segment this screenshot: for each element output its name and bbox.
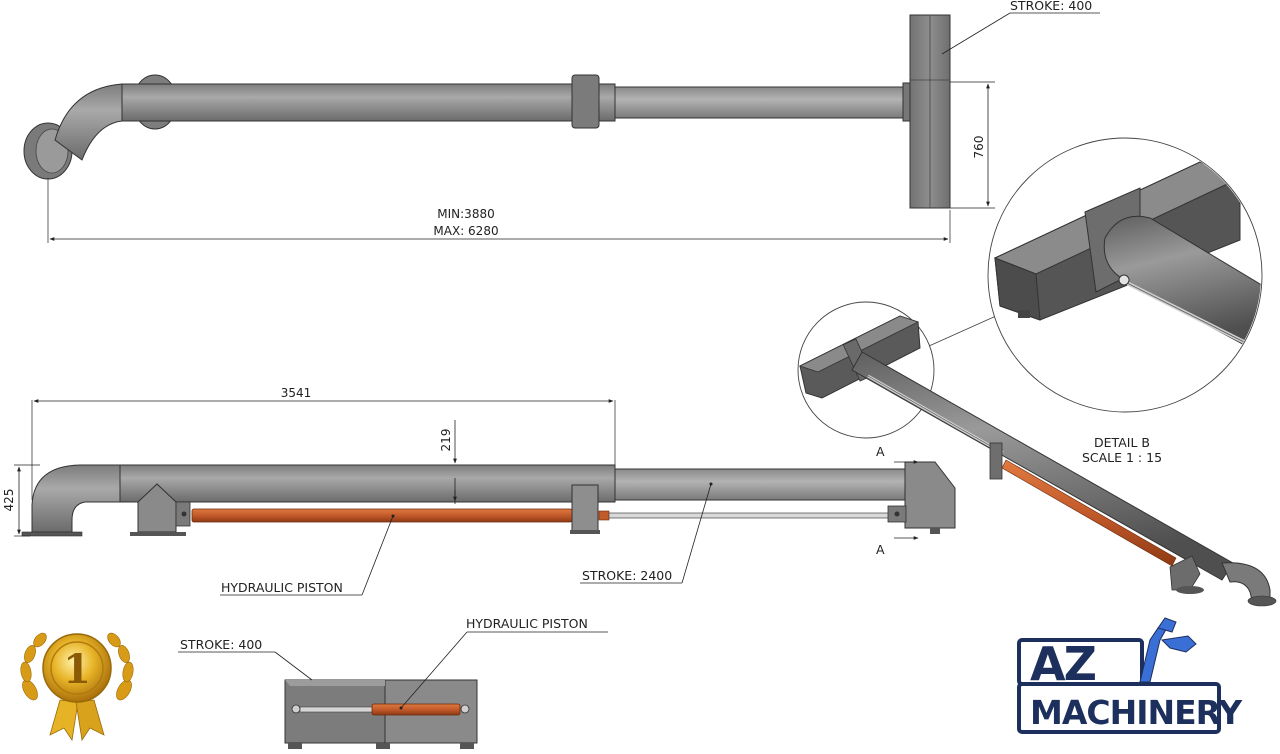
section-a-top: A xyxy=(876,444,885,459)
side-hydraulic-piston xyxy=(191,508,573,523)
side-end-block xyxy=(904,461,956,529)
badge-number: 1 xyxy=(63,646,91,693)
detail-b-scale: SCALE 1 : 15 xyxy=(1082,450,1162,465)
section-a-bottom: A xyxy=(876,542,885,557)
top-inner-tube xyxy=(614,86,906,119)
side-length-dim: 3541 xyxy=(281,386,312,400)
iso-main-tube xyxy=(851,351,1234,581)
top-height-dim: 760 xyxy=(972,136,986,159)
side-main-tube xyxy=(119,464,616,503)
detail-b-title: DETAIL B xyxy=(1094,435,1150,450)
top-main-tube xyxy=(121,83,616,122)
side-elbow xyxy=(31,464,123,533)
top-view: STROKE: 400 760 MIN:3880 MAX: 6280 xyxy=(23,0,1100,243)
logo-line2: MACHINERY xyxy=(1030,693,1243,732)
side-clamp xyxy=(571,484,599,534)
first-place-badge-icon: 1 xyxy=(20,632,134,742)
top-clamp xyxy=(571,74,600,129)
iso-hydraulic-piston xyxy=(1001,459,1177,567)
top-length-min: MIN:3880 xyxy=(437,207,494,221)
detail-b-small-circle xyxy=(797,301,935,439)
section-stroke-label: STROKE: 400 xyxy=(180,637,262,652)
iso-elbow xyxy=(1221,562,1271,601)
section-view: STROKE: 400 HYDRAULIC PISTON xyxy=(178,616,608,749)
az-machinery-logo: AZ MACHINERY xyxy=(1017,617,1244,734)
logo-line1: AZ xyxy=(1030,637,1096,691)
side-piston-label: HYDRAULIC PISTON xyxy=(221,580,343,595)
side-stroke-label: STROKE: 2400 xyxy=(582,568,672,583)
top-length-max: MAX: 6280 xyxy=(433,224,498,238)
side-tube-dim: 219 xyxy=(439,429,453,452)
top-stroke-label: STROKE: 400 xyxy=(1010,0,1092,13)
side-view: 3541 219 425 A A HYDRAULIC PISTON STROKE… xyxy=(2,386,956,596)
side-piston-rod xyxy=(608,512,890,519)
side-inner-tube xyxy=(614,468,906,501)
iso-view: DETAIL B SCALE 1 : 15 xyxy=(797,137,1277,607)
section-hydraulic-piston xyxy=(371,703,461,716)
section-piston-label: HYDRAULIC PISTON xyxy=(466,616,588,631)
side-height-dim: 425 xyxy=(2,489,16,512)
